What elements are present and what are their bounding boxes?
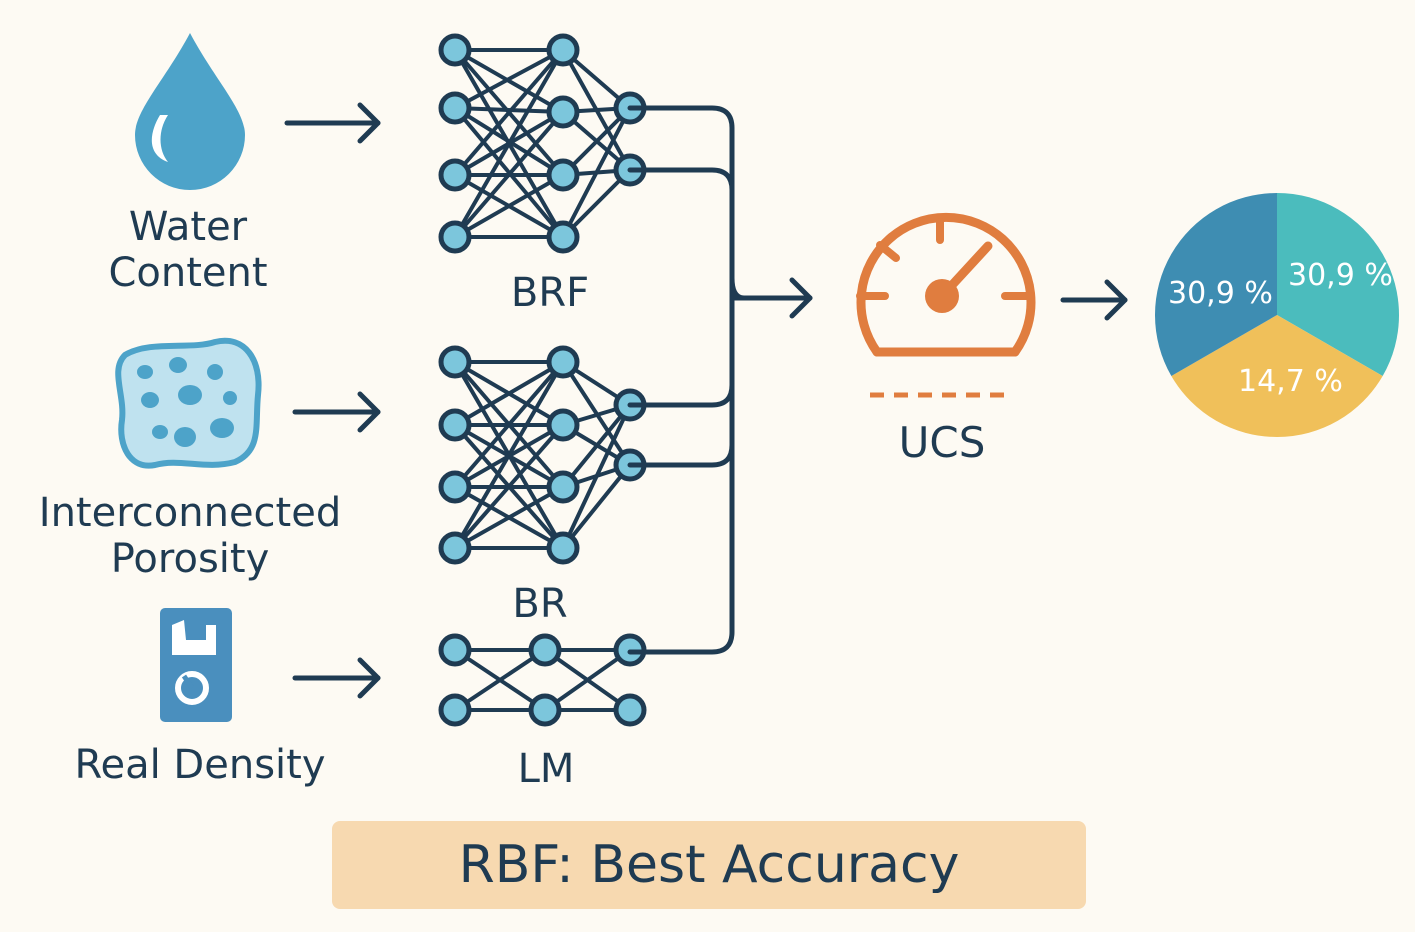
network-edge — [454, 485, 564, 550]
network-node — [546, 158, 580, 192]
pie-chart — [1154, 193, 1399, 438]
model-label-brf: BRF — [510, 270, 590, 316]
input-arrow — [284, 102, 381, 144]
density-meter-icon — [160, 608, 232, 722]
network-node — [438, 470, 472, 504]
pie-slice-label: 30,9 % — [1288, 258, 1393, 293]
network-node — [546, 95, 580, 129]
neural-network-icon — [438, 633, 647, 727]
network-edge — [453, 360, 565, 550]
network-edge — [454, 48, 564, 110]
network-edge — [561, 404, 632, 549]
network-node — [438, 33, 472, 67]
network-node — [546, 408, 580, 442]
conclusion-text: RBF: Best Accuracy — [458, 835, 960, 895]
pie-slice — [1154, 193, 1277, 376]
neural-network-icon — [438, 345, 647, 565]
pie-slice — [1277, 193, 1399, 376]
output-label-ucs: UCS — [898, 418, 986, 467]
network-node — [438, 633, 472, 667]
output-arrow — [1060, 279, 1128, 321]
network-node — [528, 633, 562, 667]
network-node — [438, 220, 472, 254]
network-node — [546, 345, 580, 379]
network-node — [546, 531, 580, 565]
model-label-br: BR — [512, 581, 568, 627]
network-edge — [561, 463, 632, 550]
pie-slice — [1171, 315, 1383, 438]
pie-slice-label: 14,7 % — [1238, 364, 1343, 399]
input-label-water-content: Water Content — [108, 204, 268, 296]
porous-rock-icon — [115, 337, 262, 469]
input-label-interconnected-porosity: Interconnected Porosity — [38, 490, 342, 582]
network-node — [546, 33, 580, 67]
input-label-real-density: Real Density — [74, 742, 326, 788]
network-node — [546, 220, 580, 254]
network-edge — [453, 48, 565, 239]
input-arrow — [292, 391, 381, 433]
merge-connector — [627, 105, 813, 655]
network-edge — [561, 403, 632, 489]
network-node — [438, 531, 472, 565]
water-drop-icon — [135, 33, 245, 190]
network-edge — [454, 173, 564, 239]
network-node — [613, 693, 647, 727]
network-edge — [561, 107, 632, 238]
input-arrow — [292, 657, 381, 699]
neural-network-icon — [438, 33, 647, 254]
network-edge — [453, 110, 565, 239]
network-node — [438, 693, 472, 727]
network-edge — [453, 360, 565, 427]
network-edge — [453, 423, 565, 550]
network-edge — [453, 648, 547, 712]
network-node — [546, 470, 580, 504]
network-node — [438, 408, 472, 442]
pie-slice-label: 30,9 % — [1168, 276, 1273, 311]
network-edge — [543, 648, 632, 712]
gauge-icon — [856, 212, 1036, 398]
network-edge — [453, 48, 565, 177]
model-label-lm: LM — [517, 746, 575, 792]
network-edge — [453, 360, 565, 489]
conclusion-banner: RBF: Best Accuracy — [332, 821, 1086, 909]
network-node — [438, 158, 472, 192]
network-node — [438, 345, 472, 379]
network-node — [528, 693, 562, 727]
network-node — [438, 91, 472, 125]
